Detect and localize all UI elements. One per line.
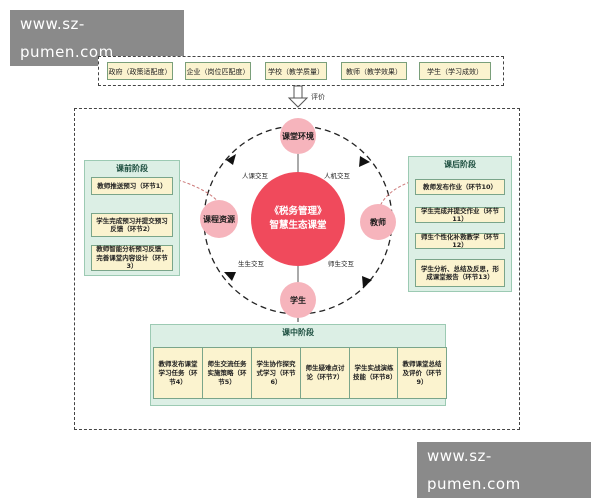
watermark-top: www.sz-pumen.com <box>10 10 184 66</box>
center-title-line-2: 智慧生态课堂 <box>269 220 327 231</box>
connector-post-class <box>379 181 411 207</box>
ring-arrow-bottom-left <box>224 272 236 281</box>
pre-class-step-1: 教师推送预习（环节1） <box>91 177 173 195</box>
pre-class-step-3: 教师智能分析预习反馈，完善课堂内容设计（环节3） <box>91 245 173 271</box>
eval-item-teacher: 教师（教学效果） <box>341 62 407 80</box>
in-class-panel: 课中阶段 教师发布课堂学习任务（环节4） 师生交流任务实施策略（环节5） 学生协… <box>150 324 447 406</box>
edge-label-bottom-right: 师生交互 <box>328 260 354 268</box>
pre-class-panel: 课前阶段 教师推送预习（环节1） 学生完成预习并提交预习反馈（环节2） 教师智能… <box>84 160 180 276</box>
node-teacher: 教师 <box>360 204 396 240</box>
ring-arrow-top-right <box>359 156 370 167</box>
pre-class-title: 课前阶段 <box>116 164 148 173</box>
in-class-step-7: 师生疑难点讨论（环节7） <box>300 347 350 399</box>
in-class-step-4: 教师发布课堂学习任务（环节4） <box>153 347 203 399</box>
node-classroom-environment: 课堂环境 <box>280 118 316 154</box>
eval-item-student: 学生（学习成效） <box>419 62 491 80</box>
edge-label-bottom-left: 生生交互 <box>238 260 264 268</box>
in-class-step-6: 学生协作探究式学习（环节6） <box>251 347 301 399</box>
post-class-step-3: 师生个性化补救教学（环节12） <box>415 233 505 249</box>
in-class-step-8: 学生实战演练技能（环节8） <box>349 347 399 399</box>
evaluation-down-arrow <box>287 85 309 108</box>
post-class-title: 课后阶段 <box>444 160 476 169</box>
in-class-step-5: 师生交流任务实施策略（环节5） <box>202 347 252 399</box>
center-circle: 《税务管理》 智慧生态课堂 <box>251 172 345 266</box>
node-course-resources: 课程资源 <box>200 200 238 238</box>
pre-class-step-2: 学生完成预习并提交预习反馈（环节2） <box>91 213 173 237</box>
eval-item-school: 学校（教学质量） <box>265 62 327 80</box>
eval-item-government: 政府（政策适配度） <box>107 62 173 80</box>
node-student: 学生 <box>280 282 316 318</box>
post-class-step-1: 教师发布作业（环节10） <box>415 179 505 195</box>
in-class-step-9: 教师课堂总结及评价（环节9） <box>397 347 447 399</box>
edge-label-top-left: 人课交互 <box>242 172 268 180</box>
post-class-panel: 课后阶段 教师发布作业（环节10） 学生完成并提交作业（环节11） 师生个性化补… <box>408 156 512 292</box>
post-class-step-2: 学生完成并提交作业（环节11） <box>415 207 505 223</box>
evaluation-box: 政府（政策适配度） 企业（岗位匹配度） 学校（教学质量） 教师（教学效果） 学生… <box>98 56 504 86</box>
center-title-line-1: 《税务管理》 <box>269 206 327 217</box>
evaluation-arrow-label: 评价 <box>311 93 325 101</box>
edge-label-top-right: 人机交互 <box>324 172 350 180</box>
post-class-step-4: 学生分析、总结及反思，形成课堂报告（环节13） <box>415 259 505 287</box>
ring-arrow-bottom-right <box>362 276 372 288</box>
ring-arrow-top-left <box>226 154 236 165</box>
connector-pre-class <box>177 179 223 207</box>
in-class-title: 课中阶段 <box>282 328 314 337</box>
eval-item-enterprise: 企业（岗位匹配度） <box>185 62 251 80</box>
